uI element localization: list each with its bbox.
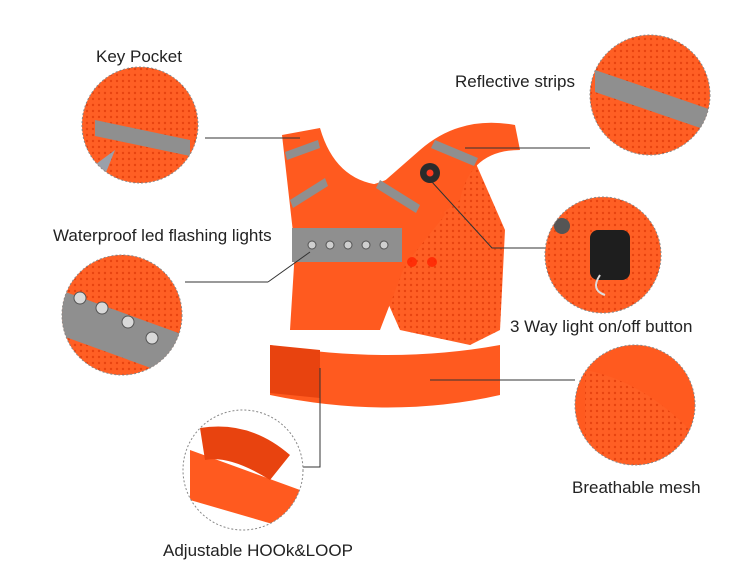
- label-breathable-mesh: Breathable mesh: [572, 478, 701, 497]
- detail-led-lights: [61, 254, 183, 376]
- waist-belt: [270, 345, 500, 408]
- reflective-strip: [431, 140, 478, 166]
- detail-hook-loop: [182, 409, 304, 531]
- hook-loop-panel: [270, 345, 320, 398]
- detail-button: [544, 196, 662, 314]
- led-light: [325, 240, 335, 250]
- detail-key-pocket: [81, 66, 199, 184]
- label-key-pocket: Key Pocket: [96, 47, 182, 66]
- label-led-lights: Waterproof led flashing lights: [53, 226, 272, 245]
- label-hook-loop: Adjustable HOOk&LOOP: [163, 541, 353, 560]
- led-light: [307, 240, 317, 250]
- reflective-strip: [285, 140, 320, 160]
- led-light: [379, 240, 389, 250]
- detail-breathable-mesh: [574, 344, 696, 466]
- led-light: [361, 240, 371, 250]
- led-light: [343, 240, 353, 250]
- label-button: 3 Way light on/off button: [510, 317, 693, 336]
- reflective-strip: [290, 178, 328, 208]
- reflective-strip: [376, 180, 420, 213]
- vest: [270, 122, 520, 408]
- callout-lines: [185, 137, 590, 468]
- detail-reflective-strips: [589, 34, 711, 156]
- label-reflective-strips: Reflective strips: [455, 72, 575, 91]
